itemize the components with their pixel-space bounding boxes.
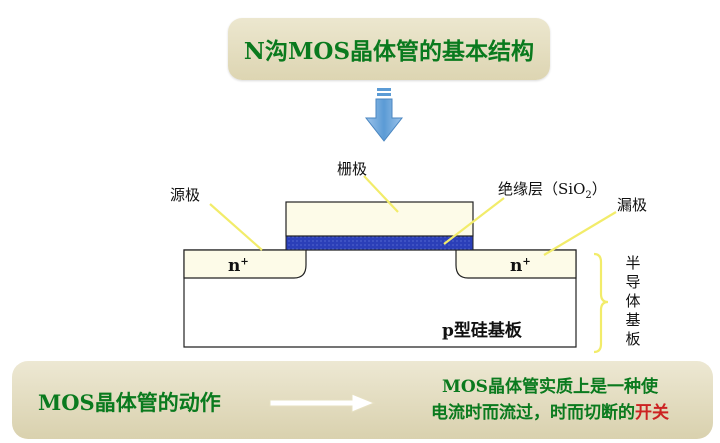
mos-action-label: MOS晶体管的动作 bbox=[38, 390, 221, 415]
n-plus-drain-region bbox=[455, 249, 577, 279]
p-substrate-label: p型硅基板 bbox=[442, 321, 522, 341]
oxide-label: 绝缘层（SiO2） bbox=[498, 180, 607, 201]
diagram-title: N沟MOS晶体管的基本结构 bbox=[228, 18, 550, 80]
n-plus-source-region bbox=[183, 249, 307, 279]
source-label: 源极 bbox=[170, 186, 201, 204]
down-arrow-icon bbox=[364, 88, 404, 142]
n-plus-drain-label: n+ bbox=[510, 256, 531, 276]
mos-essence-text: MOS晶体管实质上是一种使 电流时而流过，时而切断的开关 bbox=[431, 377, 669, 423]
n-plus-source-label: n+ bbox=[228, 256, 249, 276]
drain-label: 漏极 bbox=[617, 196, 648, 214]
substrate-bracket bbox=[593, 252, 609, 354]
semiconductor-substrate-label: 半 导 体 基 板 bbox=[625, 254, 641, 348]
gate-label: 栅极 bbox=[337, 160, 368, 178]
leader-lines bbox=[209, 175, 617, 256]
gate-electrode bbox=[285, 201, 474, 237]
right-arrow-icon bbox=[269, 393, 376, 413]
